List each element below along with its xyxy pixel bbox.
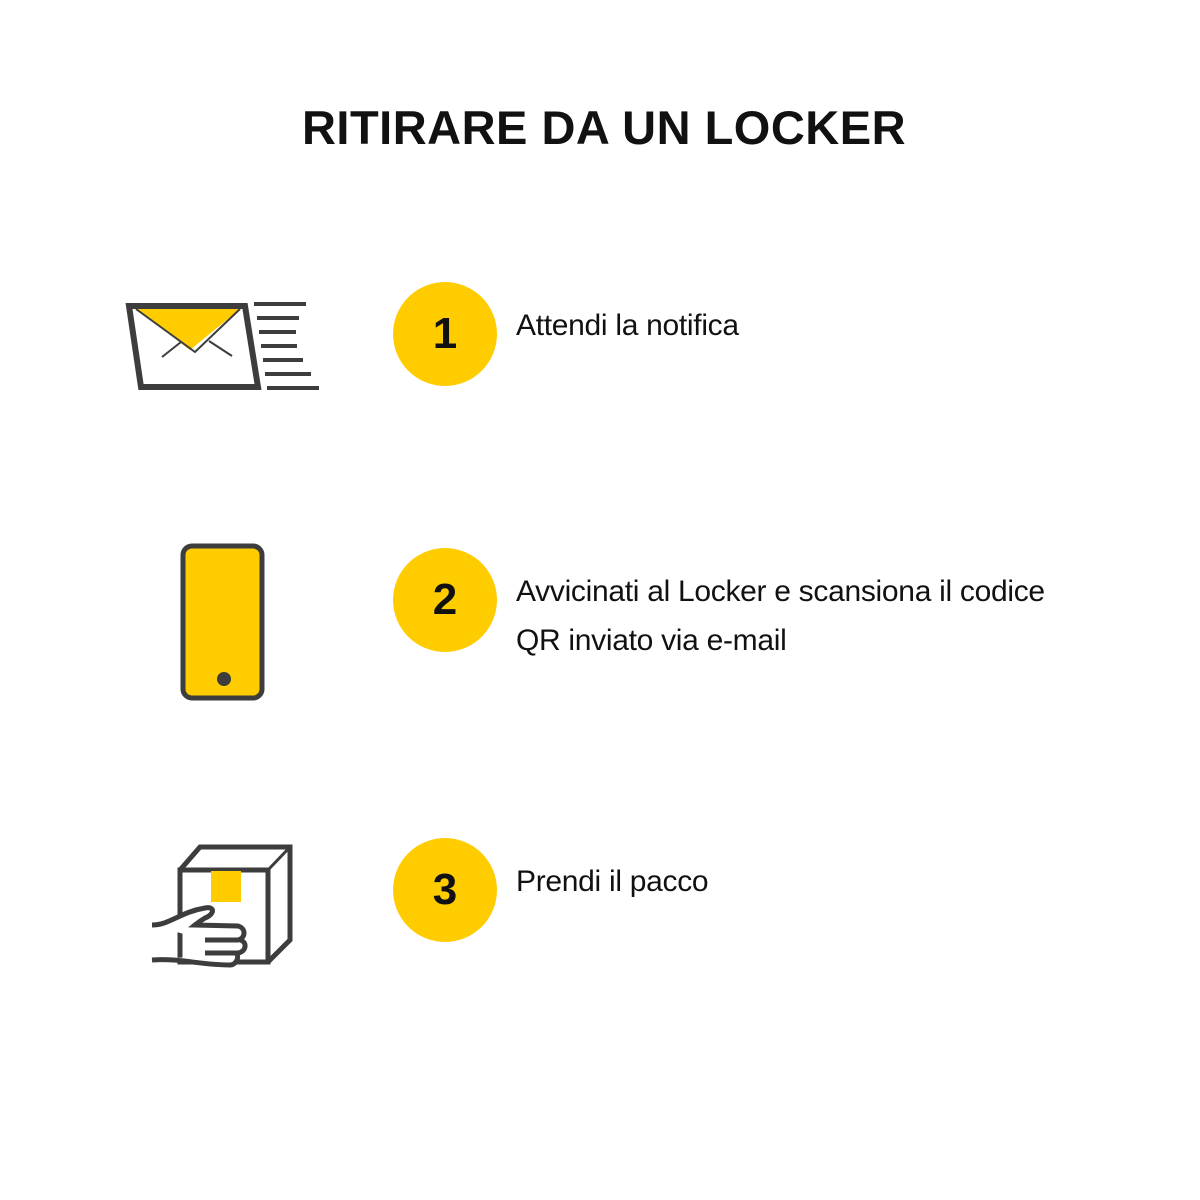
smartphone-icon xyxy=(180,543,265,701)
step-3-text: Prendi il pacco xyxy=(516,865,709,898)
step-3-number-badge: 3 xyxy=(393,838,497,942)
page-title: RITIRARE DA UN LOCKER xyxy=(301,101,907,154)
step-2-text-line2: QR inviato via e-mail xyxy=(516,624,787,657)
package-in-hand-icon xyxy=(151,844,293,968)
step-2-text-line1: Avvicinati al Locker e scansiona il codi… xyxy=(516,575,1045,608)
step-1-number-badge: 1 xyxy=(393,282,497,386)
email-icon xyxy=(125,302,319,390)
step-1-text: Attendi la notifica xyxy=(516,309,739,342)
step-2-number-badge: 2 xyxy=(393,548,497,652)
